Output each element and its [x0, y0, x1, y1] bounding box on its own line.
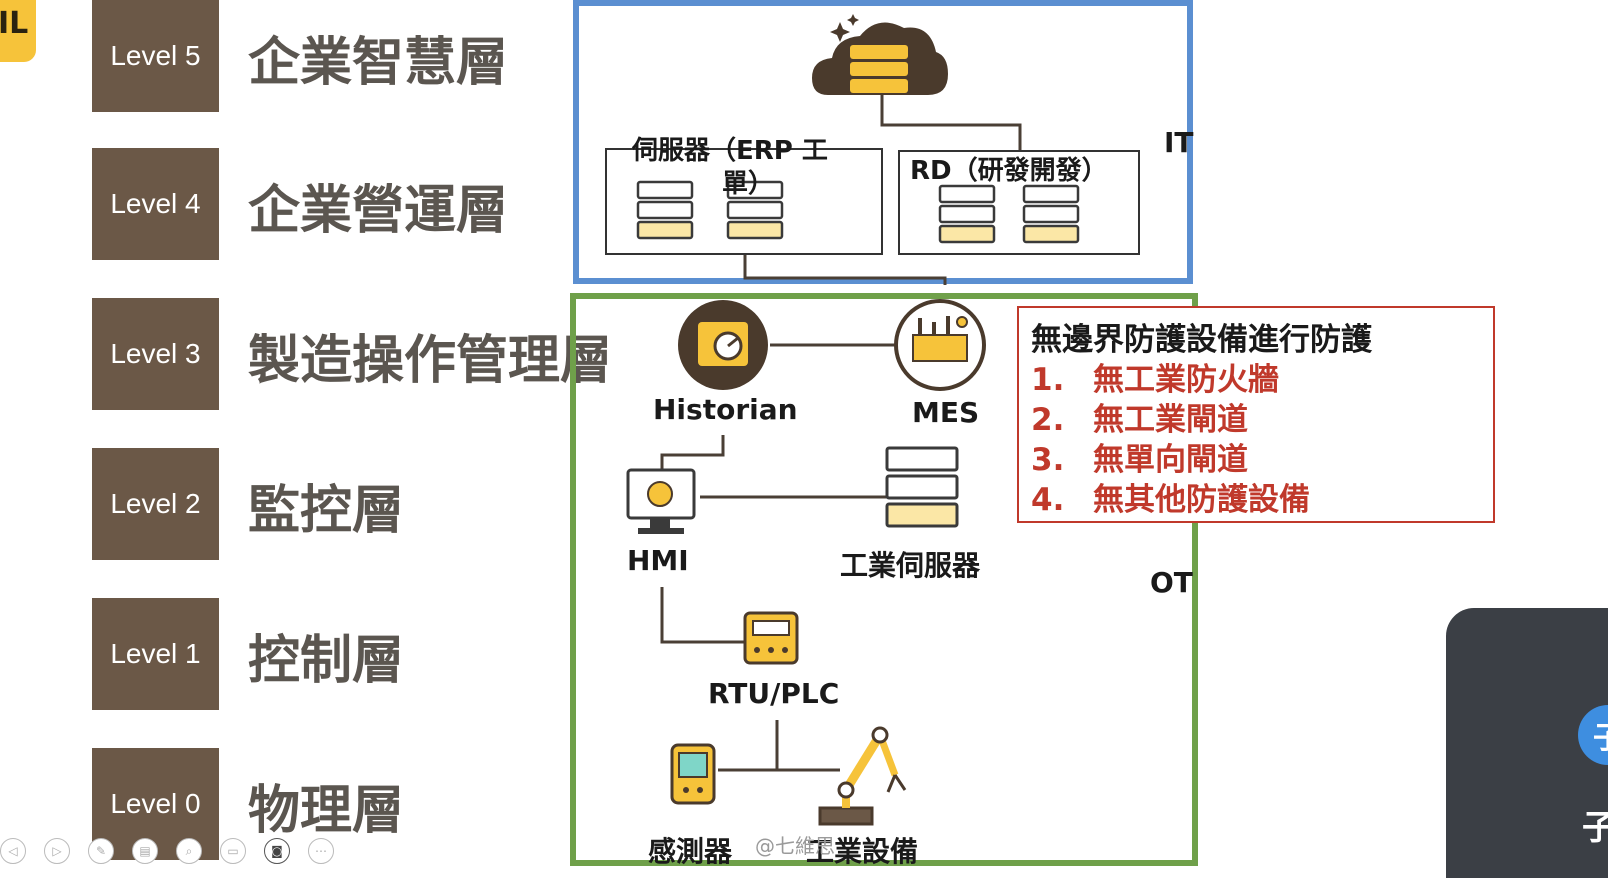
prev-slide-icon[interactable]: ◁	[0, 838, 26, 864]
more-icon[interactable]: ⋯	[308, 838, 334, 864]
warning-box: 無邊界防護設備進行防護 1. 無工業防火牆 2. 無工業閘道 3. 無單向閘道 4. 無…	[1017, 306, 1495, 523]
presentation-toolbar: ◁ ▷ ✎ ▤ ⌕ ▭ ◙ ⋯	[0, 838, 334, 866]
cloud-to-rd-line	[880, 95, 1022, 150]
historian-label: Historian	[653, 393, 798, 426]
robot-arm-icon	[818, 726, 907, 826]
level-3-badge: Level 3	[92, 298, 219, 410]
participant-name: 子	[1582, 808, 1608, 848]
it-to-ot-line	[743, 255, 947, 285]
warning-item-number: 2.	[1031, 402, 1065, 438]
hmi-plc-line	[660, 587, 745, 644]
industrial-server-label: 工業伺服器	[840, 549, 981, 582]
ot-zone-label: OT	[1150, 566, 1193, 599]
rtu-plc-label: RTU/PLC	[708, 677, 840, 710]
warning-item-number: 1.	[1031, 362, 1065, 398]
level-4-name: 企業營運層	[248, 181, 509, 241]
historian-hmi-line	[660, 435, 725, 472]
level-2-name: 監控層	[248, 481, 405, 541]
erp-server-icon-2	[726, 180, 784, 240]
rd-server-icon-1	[938, 184, 996, 244]
level-2-badge: Level 2	[92, 448, 219, 560]
sensor-icon	[670, 743, 716, 805]
zoom-icon[interactable]: ⌕	[176, 838, 202, 864]
warning-item-text: 無單向閘道	[1093, 442, 1248, 478]
it-zone-label: IT	[1164, 126, 1194, 159]
warning-item-text: 無工業閘道	[1093, 402, 1248, 438]
warning-item-number: 4.	[1031, 482, 1065, 518]
warning-item: 3. 無單向閘道	[1031, 434, 1248, 479]
cloud-server-icon	[812, 14, 948, 95]
pen-icon[interactable]: ✎	[88, 838, 114, 864]
level-5-badge: Level 5	[92, 0, 219, 112]
level-5-name: 企業智慧層	[248, 33, 509, 93]
warning-item-text: 無工業防火牆	[1093, 362, 1279, 398]
level-1-badge: Level 1	[92, 598, 219, 710]
industrial-server-icon	[885, 446, 959, 528]
watermark: @七維思	[755, 834, 835, 858]
subtitles-icon[interactable]: ▭	[220, 838, 246, 864]
historian-icon	[678, 300, 768, 390]
warning-item-number: 3.	[1031, 442, 1065, 478]
warning-item: 2. 無工業閘道	[1031, 394, 1248, 439]
level-1-name: 控制層	[248, 631, 405, 691]
mes-label: MES	[912, 396, 980, 429]
warning-item: 4. 無其他防護設備	[1031, 474, 1310, 519]
slides-icon[interactable]: ▤	[132, 838, 158, 864]
it-zone	[573, 0, 1193, 284]
rd-server-box	[898, 150, 1140, 255]
erp-server-icon-1	[636, 180, 694, 240]
mes-factory-icon	[894, 299, 986, 391]
rd-server-label: RD（研發開發）	[910, 156, 1108, 186]
plc-sensor-line	[718, 720, 779, 772]
warning-item: 1. 無工業防火牆	[1031, 354, 1279, 399]
corner-tab-label: IL	[0, 6, 29, 41]
hmi-monitor-icon	[626, 468, 696, 534]
erp-server-label-line1: 伺服器（ERP 工	[632, 136, 828, 166]
level-4-badge: Level 4	[92, 148, 219, 260]
corner-tab: IL	[0, 0, 36, 62]
next-slide-icon[interactable]: ▷	[44, 838, 70, 864]
warning-title: 無邊界防護設備進行防護	[1031, 322, 1372, 358]
ot-zone	[570, 293, 1198, 866]
level-0-name: 物理層	[248, 781, 405, 841]
plc-icon	[743, 611, 799, 665]
camera-icon[interactable]: ◙	[264, 838, 290, 864]
rd-server-icon-2	[1022, 184, 1080, 244]
erp-server-label-line2: 單）	[722, 169, 775, 199]
hmi-label: HMI	[627, 544, 689, 577]
warning-item-text: 無其他防護設備	[1093, 482, 1310, 518]
sensor-label: 感測器	[648, 835, 733, 868]
level-3-name: 製造操作管理層	[248, 331, 613, 391]
industrial-equipment-label: 工業設備	[806, 835, 919, 868]
